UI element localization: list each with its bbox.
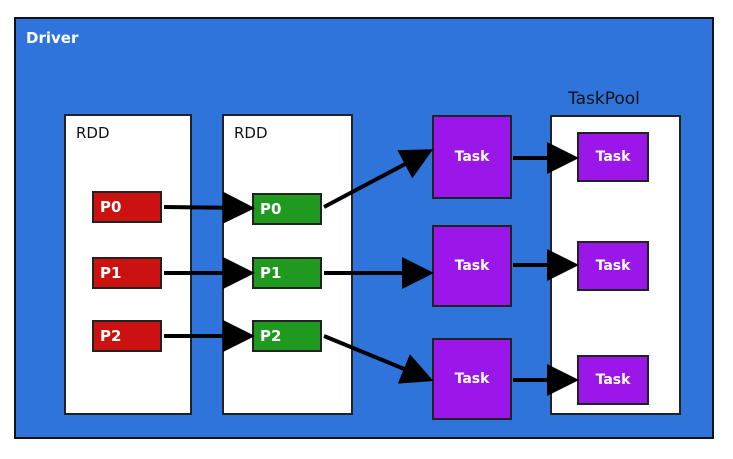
rdd1-partition-p0: P0: [92, 191, 162, 223]
rdd-label-2: RDD: [234, 124, 268, 142]
arrow-rdd1p0-to-rdd2p0: [163, 191, 255, 224]
taskpool-label: TaskPool: [568, 89, 640, 109]
arrow-rdd2p0-to-task1: [323, 149, 434, 209]
rdd1-partition-p2: P2: [92, 320, 162, 352]
rdd2-partition-p1: P1: [252, 257, 322, 289]
rdd-label-1: RDD: [76, 124, 110, 142]
rdd2-partition-p0: P0: [252, 193, 322, 225]
rdd-box-1: RDD: [64, 114, 192, 415]
task-1: Task: [432, 115, 512, 199]
rdd1-partition-p1: P1: [92, 257, 162, 289]
taskpool-task-1: Task: [577, 132, 649, 182]
arrow-rdd2p2-to-task3: [323, 334, 434, 384]
driver-label: Driver: [26, 29, 79, 47]
taskpool-task-3: Task: [577, 355, 649, 405]
